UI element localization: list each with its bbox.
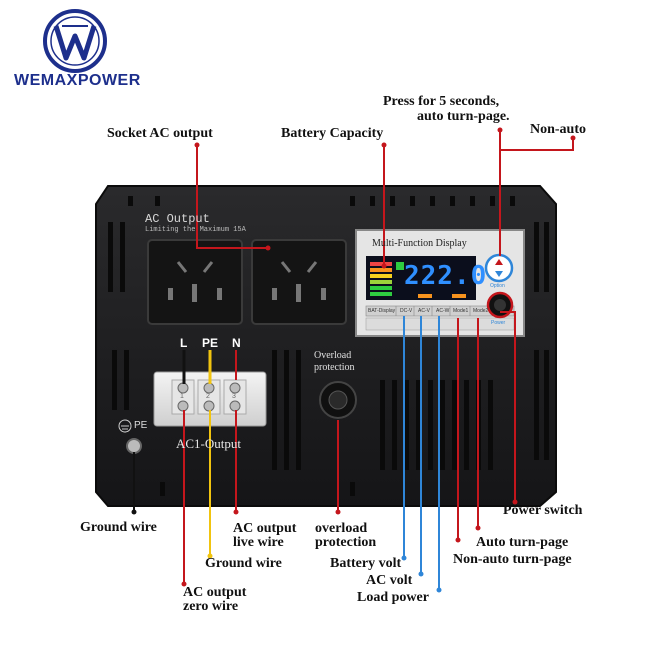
ac-socket-right [251,239,347,325]
terminal-label-l: L [180,336,188,350]
callout-auto-turn-page: Auto turn-page [476,535,569,550]
display-tab-acv: AC-V [418,308,430,314]
wemaxpower-logo-icon [43,9,107,73]
callout-battery-capacity: Battery Capacity [281,126,384,141]
overload-breaker [319,381,357,419]
callout-ac-output-live-1: AC output [233,521,297,536]
option-label: Option [490,283,505,289]
callout-socket-ac-output: Socket AC output [107,126,213,141]
terminal-number-2: 2 [206,393,210,400]
terminal-label-pe: PE [202,336,219,350]
callout-press-seconds: Press for 5 seconds, [383,94,500,109]
overload-panel-label-1: Overload [314,350,352,361]
callout-non-auto-turn-page: Non-auto turn-page [453,552,572,567]
display-title: Multi-Function Display [372,238,467,249]
brand-name: WEMAXPOWER [14,72,141,89]
callout-ac-output-zero-1: AC output [183,585,247,600]
callout-ac-output-zero-2: zero wire [183,599,239,614]
power-label: Power [491,320,506,326]
terminal-number-1: 1 [180,393,184,400]
ac-output-limit: Limiting the Maximum 15A [145,226,246,234]
callout-power-switch: Power switch [503,503,583,518]
callout-overload-2: protection [315,535,377,550]
display-tab-bat: BAT-Display [368,308,396,314]
ac1-output-label: AC1-Output [176,436,241,451]
terminal-number-3: 3 [232,393,236,400]
callout-load-power: Load power [357,590,429,605]
display-value: 222.0 [404,261,488,291]
display-tab-mode2: Mode2 [473,308,489,314]
callout-ground-wire-mid: Ground wire [205,556,282,571]
ground-bolt-icon [126,438,142,454]
ac-socket-left [147,239,243,325]
display-tab-mode1: Mode1 [453,308,469,314]
callout-auto-turn-page-top: auto turn-page. [417,109,510,124]
callout-ground-wire-left: Ground wire [80,520,157,535]
callout-ac-output-live-2: live wire [233,535,284,550]
callout-ac-volt: AC volt [366,573,413,588]
option-button[interactable] [484,253,514,283]
callout-non-auto: Non-auto [530,122,587,137]
pe-label: PE [134,420,148,431]
display-tab-acw: AC-W [436,308,450,314]
callout-overload-1: overload [315,521,368,536]
callout-battery-volt: Battery volt [330,556,402,571]
terminal-label-n: N [232,336,241,350]
display-tab-dcv: DC-V [400,308,413,314]
overload-panel-label-2: protection [314,362,355,373]
ac-output-title: AC Output [145,212,210,226]
